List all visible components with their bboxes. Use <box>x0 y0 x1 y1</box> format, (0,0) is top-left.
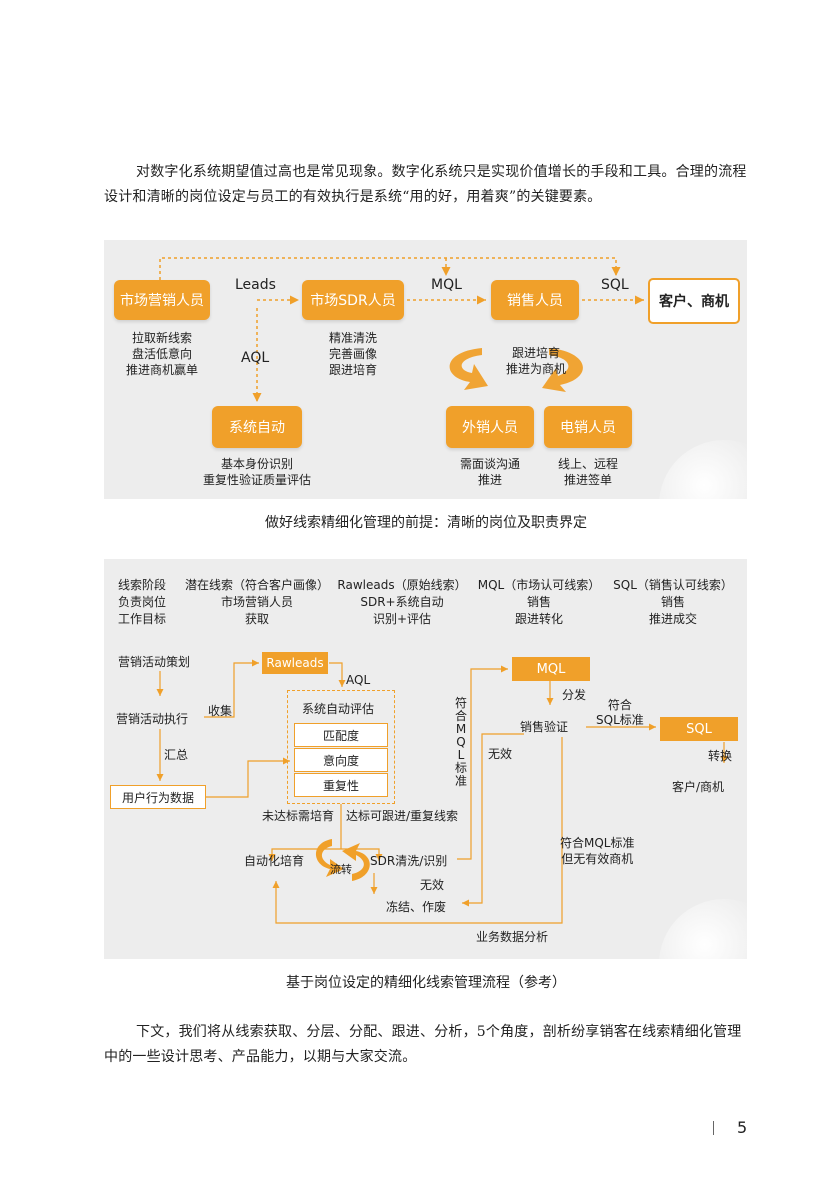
figure-role-diagram: 市场营销人员 市场SDR人员 销售人员 客户、商机 Leads MQL SQL … <box>104 240 747 499</box>
sdr-staff-box: 市场SDR人员 <box>302 280 404 320</box>
tele-sales-box: 电销人员 <box>544 406 632 448</box>
rawleads-box: Rawleads <box>262 652 328 674</box>
caption-1: 做好线索精细化管理的前提：清晰的岗位及职责界定 <box>265 515 587 531</box>
campaign-plan: 营销活动策划 <box>118 655 191 669</box>
behavior-data-box: 用户行为数据 <box>110 785 206 809</box>
eval-dashed-frame <box>287 690 395 804</box>
table-col-mql: MQL（市场认可线索） 销售 跟进转化 <box>477 578 601 626</box>
outro-paragraph: 下文，我们将从线索获取、分层、分配、跟进、分析，5个角度，剖析纷享销客在线索精细… <box>104 1024 742 1065</box>
sales-verify: 销售验证 <box>520 720 569 734</box>
match-box: 匹配度 <box>294 723 388 747</box>
market-staff-box: 市场营销人员 <box>114 280 210 320</box>
sdr-clean: SDR清洗/识别 <box>370 854 448 868</box>
invalid1-label: 无效 <box>420 878 445 892</box>
sql-box: SQL <box>660 717 738 741</box>
figure2-connectors <box>156 659 728 924</box>
auto-system-box: 系统自动 <box>212 406 302 448</box>
intro-paragraph: 对数字化系统期望值过高也是常见现象。数字化系统只是实现价值增长的手段和工具。合理… <box>104 164 747 205</box>
customer-box: 客户、商机 <box>648 278 740 324</box>
meet-label: 达标可跟进/重复线索 <box>346 809 459 823</box>
table-col-potential: 潜在线索（符合客户画像） 市场营销人员 获取 <box>184 578 329 626</box>
sales-desc: 跟进培育 推进为商机 <box>505 346 566 376</box>
collect-label: 收集 <box>208 704 233 718</box>
distribute-label: 分发 <box>562 688 587 702</box>
sales-staff-box: 销售人员 <box>491 280 579 320</box>
figure-lead-process: 线索阶段 负责岗位 工作目标 潜在线索（符合客户画像） 市场营销人员 获取 Ra… <box>104 559 747 959</box>
aql-label: AQL <box>346 673 371 687</box>
campaign-exec: 营销活动执行 <box>116 712 189 726</box>
flow-label: 流转 <box>330 863 352 876</box>
customer-label: 客户/商机 <box>672 780 725 794</box>
dup-box: 重复性 <box>294 773 388 797</box>
mql-label: MQL <box>431 277 462 293</box>
table-col-sql: SQL（销售认可线索） 销售 推进成交 <box>613 578 733 626</box>
convert-label: 转换 <box>708 749 733 763</box>
field-sales-box: 外销人员 <box>446 406 534 448</box>
table-col-label: 线索阶段 负责岗位 工作目标 <box>118 578 167 626</box>
caption-2: 基于岗位设定的精细化线索管理流程（参考） <box>286 975 566 991</box>
leads-label: Leads <box>235 277 276 293</box>
aql-label: AQL <box>241 350 270 366</box>
page-number: 5 <box>737 1118 748 1137</box>
meets-sql-label: 符合 SQL标准 <box>596 698 644 727</box>
invalid2-label: 无效 <box>488 747 513 761</box>
sdr-desc: 精准清洗 完善画像 跟进培育 <box>328 331 377 377</box>
eval-title: 系统自动评估 <box>302 702 375 716</box>
table-col-rawleads: Rawleads（原始线索） SDR+系统自动 识别+评估 <box>337 578 467 626</box>
freeze-label: 冻结、作废 <box>386 900 447 914</box>
field-desc: 需面谈沟通 推进 <box>459 457 520 487</box>
figure1-connectors <box>159 257 644 402</box>
page-number-divider <box>713 1121 714 1135</box>
tele-desc: 线上、远程 推进签单 <box>557 457 618 487</box>
mql-no-opp-label: 符合MQL标准 但无有效商机 <box>560 836 635 866</box>
intent-box: 意向度 <box>294 748 388 772</box>
summarize-label: 汇总 <box>164 748 189 762</box>
biz-analysis-label: 业务数据分析 <box>476 930 549 944</box>
market-desc: 拉取新线索 盘活低意向 推进商机赢单 <box>125 331 198 377</box>
meets-mql-vertical: 符合MQL标准 <box>454 696 467 788</box>
mql-box: MQL <box>512 657 590 681</box>
sql-label: SQL <box>601 277 629 293</box>
auto-nurture: 自动化培育 <box>244 854 305 868</box>
not-meet-label: 未达标需培育 <box>262 809 335 823</box>
auto-desc: 基本身份识别 重复性验证质量评估 <box>202 457 311 487</box>
